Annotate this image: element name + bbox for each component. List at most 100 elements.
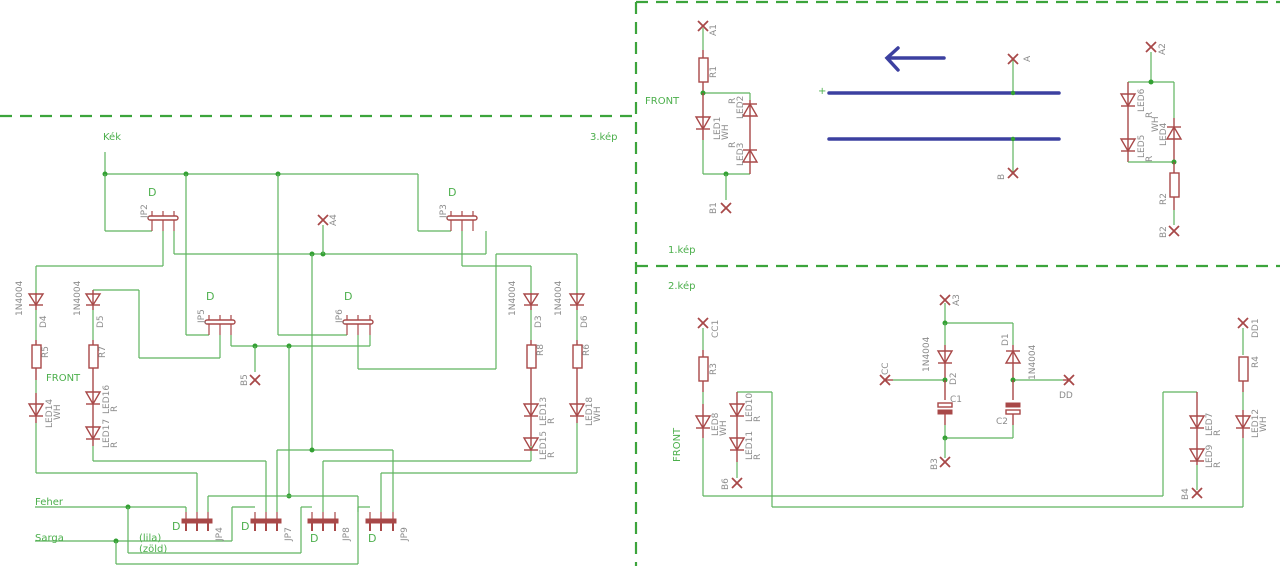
label-jp6-value: D [344,290,352,303]
label-led3: LED3 [736,143,746,166]
label-d3-value: 1N4004 [508,280,518,316]
label-jp9-value: D [368,532,376,545]
label-led11-value: R [753,454,763,460]
jumper-jp2 [147,211,179,231]
label-led11: LED11 [745,431,755,460]
testpoint-b [1007,167,1019,179]
section-label-1: 1.kép [668,244,695,256]
jumper-jp4 [181,512,213,531]
resistor-r2 [1169,172,1180,198]
label-jp5: JP5 [197,309,207,324]
label-led18: LED18 [585,397,595,426]
label-led2-value: R [728,98,738,104]
label-jp9: JP9 [400,527,410,542]
label-led8: LED8 [711,412,721,436]
label-b6: B5 [240,374,250,386]
label-jp4-value: D [172,520,180,533]
label-b2: B2 [1159,226,1169,238]
circuit-1-right [1119,41,1183,237]
branch-d3 [522,293,540,452]
circuit-2-rectifier [879,294,1075,468]
label-jp7: JP7 [284,527,294,542]
led-strip-diagram [827,46,1061,179]
label-led10: LED10 [745,393,755,422]
testpoint-b3 [939,456,951,468]
label-r7: R7 [98,346,108,358]
label-d2-value: 1N4004 [922,336,932,372]
label-led16: LED16 [102,385,112,414]
testpoint-dd [1063,374,1075,386]
circuit-2-right [1188,317,1252,499]
jumper-jp5 [204,315,236,335]
jumper-jp6 [342,315,374,335]
label-d1: D1 [1001,333,1011,346]
label-d3: D3 [534,315,544,328]
branch-d5 [84,290,102,446]
label-jp2: JP2 [140,204,150,219]
label-d4-value: 1N4004 [15,280,25,316]
label-dd1: DD1 [1251,318,1261,338]
label-led12: LED12 [1251,409,1261,438]
label-b: B [997,174,1007,180]
label-led2: LED2 [736,96,746,119]
label-c1: C1 [950,395,962,405]
label-jp8: JP8 [342,527,352,542]
label-led17-value: R [110,442,120,448]
label-led3-value: R [728,142,738,148]
label-a1: A1 [709,24,719,36]
testpoint-b4 [1191,487,1203,499]
label-led6: LED6 [1137,88,1147,112]
label-led6-value: R [1145,112,1155,118]
label-led14: LED14 [45,399,55,428]
label-r3: R3 [709,363,719,375]
jumper-jp8 [307,512,339,531]
label-led7: LED7 [1205,413,1215,436]
label-jp3-value: D [448,186,456,199]
testpoint-a1 [697,20,709,32]
label-jp2-value: D [148,186,156,199]
label-cc: CC [881,362,891,375]
label-dd: DD [1059,391,1073,401]
label-jp7-value: D [241,520,249,533]
label-led7-value: R [1213,430,1223,436]
label-b1: B1 [709,202,719,214]
testpoints-3 [249,214,329,386]
label-r2: R2 [1159,193,1169,205]
label-d5: D5 [96,315,106,328]
label-d6: D6 [580,315,590,328]
label-led1: LED1 [713,117,723,140]
label-feher: Feher [35,497,64,508]
testpoint-dd1 [1237,317,1249,329]
label-led18-value: WH [593,406,603,422]
label-led5-value: R [1145,156,1155,162]
label-d5-value: 1N4004 [73,280,83,316]
label-led8-value: WH [719,420,729,436]
label-led14-value: WH [53,404,63,420]
label-led12-value: WH [1259,416,1269,432]
label-d4: D4 [39,315,49,328]
label-front-1: FRONT [645,96,680,107]
testpoint-b2 [1168,225,1180,237]
testpoint-b1 [720,202,732,214]
label-led16-value: R [110,406,120,412]
testpoint-b5 [731,477,743,489]
label-b4: B4 [1181,488,1191,500]
label-b5: B6 [721,478,731,490]
label-led4-value: WH [1151,116,1161,132]
label-cc1: CC1 [711,320,721,338]
label-front-2: FRONT [672,427,683,462]
label-jp4: JP4 [215,527,225,542]
label-r8: R8 [536,344,546,356]
label-sarga: Sarga [35,533,64,544]
label-led13-value: R [547,418,557,424]
circuit-2-left [694,317,1244,508]
label-plus: + [818,86,826,97]
label-d1-value: 1N4004 [1028,344,1038,380]
circuit-3-wires [35,152,578,565]
label-b3: B3 [930,458,940,470]
label-r5: R5 [41,346,51,358]
label-led1-value: WH [721,124,731,140]
jumper-jp7 [250,512,282,531]
